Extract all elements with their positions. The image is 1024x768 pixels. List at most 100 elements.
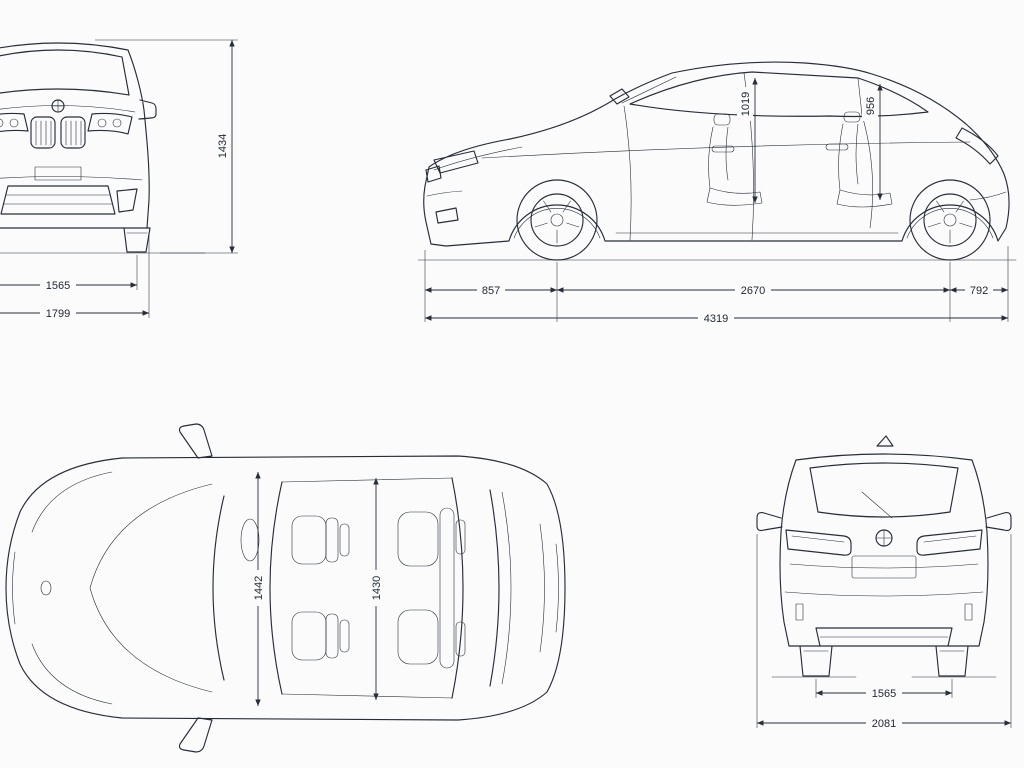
front-car-drawing <box>0 42 206 254</box>
dim-label-bg <box>698 310 734 326</box>
rear-license-plate <box>851 555 917 579</box>
side-car-outline <box>423 61 1010 247</box>
reflector-right <box>964 603 973 621</box>
side-view: 1019 956 857 2670 792 <box>417 61 1017 326</box>
headrest-front-right <box>339 619 350 653</box>
dim-label-bg <box>737 87 753 121</box>
front-dimensions: 1434 1565 1799 <box>0 39 238 321</box>
dim-rear-headroom-label: 956 <box>865 97 877 115</box>
kidney-grille-right <box>60 116 86 149</box>
headlight-ring <box>9 118 19 128</box>
dim-label-bg <box>965 282 993 298</box>
dim-overall-height: 1434 <box>214 129 230 163</box>
front-tire <box>516 179 598 261</box>
top-car-drawing <box>5 423 566 753</box>
seat-rear-right <box>397 609 439 665</box>
dim-label-bg <box>866 715 902 731</box>
steering-wheel <box>240 518 260 562</box>
dim-overall-height-label: 1434 <box>217 134 229 158</box>
top-detail-lines <box>12 471 559 705</box>
front-wheel <box>516 179 598 261</box>
dim-rear-track-label: 1565 <box>872 688 896 700</box>
front-extension-lines <box>95 39 238 318</box>
seat-front-left <box>291 515 327 565</box>
headrest-rear-right <box>455 621 466 657</box>
front-view: 1434 1565 1799 <box>0 39 238 321</box>
rear-detail-lines <box>771 491 997 678</box>
door-handle-rear <box>825 143 849 151</box>
door-handle-front <box>711 145 735 153</box>
top-dimensions: 1442 1430 <box>250 472 384 706</box>
front-car-outline <box>0 42 157 253</box>
dim-front-headroom: 1019 <box>737 87 753 121</box>
dim-label-bg <box>250 570 266 606</box>
rear-view: 1565 2081 <box>756 435 1012 731</box>
headlight-ring <box>97 118 107 128</box>
rear-car-outline <box>756 435 1012 677</box>
headrest-rear-left <box>455 519 466 555</box>
dim-rear-track: 1565 <box>866 685 902 701</box>
rear-hub <box>943 213 957 227</box>
rear-spokes <box>927 200 973 244</box>
seatback-front-right <box>325 613 339 659</box>
dim-label-bg <box>40 277 76 293</box>
dim-front-overhang-label: 857 <box>482 285 500 297</box>
dim-width-incl-mirrors-label: 2081 <box>872 718 896 730</box>
dim-front-interior-width-label: 1442 <box>253 576 265 600</box>
side-car-drawing <box>417 61 1017 261</box>
seat-rear-left <box>397 511 439 567</box>
dim-rear-overhang-label: 792 <box>970 285 988 297</box>
top-view: 1442 1430 <box>5 423 566 753</box>
rear-car-drawing <box>756 435 1012 678</box>
rear-tire <box>909 179 991 261</box>
dim-rear-interior-width: 1430 <box>368 570 384 606</box>
rear-extension-lines <box>756 534 1012 728</box>
rear-rim <box>923 193 977 247</box>
dim-rear-overhang: 792 <box>965 282 993 298</box>
dim-overall-width: 1799 <box>40 305 76 321</box>
dim-rear-interior-width-label: 1430 <box>371 576 383 600</box>
dim-front-track: 1565 <box>40 277 76 293</box>
rear-dimensions: 1565 2081 <box>756 534 1012 731</box>
front-spokes <box>534 200 580 244</box>
rear-seatback <box>439 507 455 669</box>
hood-roundel-icon <box>40 580 52 596</box>
dim-label-bg <box>214 129 230 163</box>
reflector-left <box>795 603 804 621</box>
dim-wheelbase: 2670 <box>735 282 771 298</box>
rear-wheel <box>909 179 991 261</box>
dim-label-bg <box>866 685 902 701</box>
front-detail-lines <box>0 99 206 254</box>
dim-label-bg <box>862 91 878 121</box>
dim-label-bg <box>477 282 505 298</box>
dim-width-incl-mirrors: 2081 <box>866 715 902 731</box>
seatback-front-left <box>325 517 339 563</box>
dim-label-bg <box>368 570 384 606</box>
license-plate <box>34 166 82 181</box>
dim-overall-length: 4319 <box>698 310 734 326</box>
dim-label-bg <box>40 305 76 321</box>
dim-overall-width-label: 1799 <box>46 308 70 320</box>
kidney-grille-left <box>30 116 56 149</box>
rear-headrest <box>843 111 861 123</box>
top-seats <box>291 507 466 669</box>
dim-wheelbase-label: 2670 <box>741 285 765 297</box>
top-car-outline <box>5 423 566 753</box>
interior-seats <box>706 111 893 208</box>
dim-rear-headroom: 956 <box>862 91 878 121</box>
front-hub <box>550 213 564 227</box>
front-headrest <box>713 113 731 126</box>
seat-profiles <box>706 123 893 208</box>
dim-overall-length-label: 4319 <box>704 313 728 325</box>
dim-front-track-label: 1565 <box>46 280 70 292</box>
dim-front-headroom-label: 1019 <box>740 92 752 116</box>
side-dimensions: 1019 956 857 2670 792 <box>424 78 1009 326</box>
dim-front-interior-width: 1442 <box>250 570 266 606</box>
headlight-ring <box>112 118 122 128</box>
rear-roundel-icon <box>875 529 893 547</box>
seat-front-right <box>291 611 327 661</box>
headrest-front-left <box>339 523 350 557</box>
dim-front-overhang: 857 <box>477 282 505 298</box>
dim-label-bg <box>735 282 771 298</box>
